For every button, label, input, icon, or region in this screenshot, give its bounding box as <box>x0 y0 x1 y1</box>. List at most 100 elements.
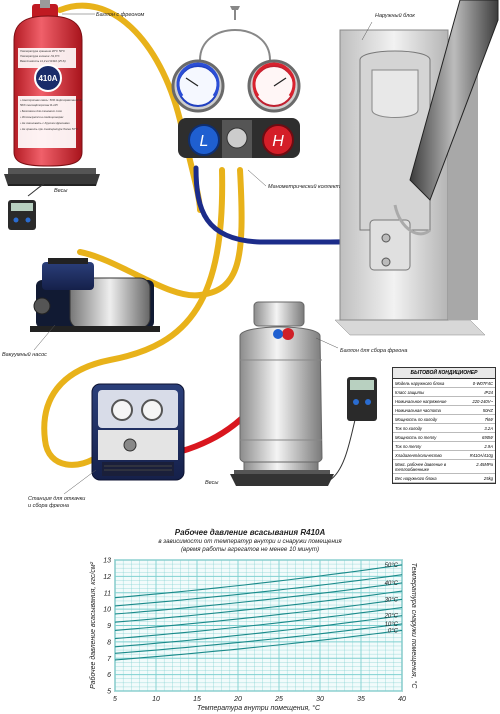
cylinder-logo-badge <box>34 64 62 92</box>
specs-key: Ток по теплу <box>395 443 422 449</box>
x-axis-label: Температура внутри помещения, °С <box>197 704 321 712</box>
specs-value: R410A/410g <box>469 452 493 458</box>
x-tick-label: 40 <box>398 696 406 703</box>
series-line <box>114 623 403 654</box>
y-tick-label: 12 <box>103 574 111 581</box>
freon-cylinder: 410A <box>13 0 83 167</box>
specs-row: Модель наружного блока 0-W07F4C <box>393 379 495 388</box>
y-axis-label: Рабочее давление всасывания, кгс/см² <box>89 561 97 689</box>
cylinder-text-line: • Используется в кондиционерах <box>20 115 64 119</box>
specs-key: Номинальное напряжение <box>395 398 447 404</box>
chart-subtitle-2: (время работы агрегатов не менее 10 мину… <box>180 546 320 553</box>
y-tick-label: 7 <box>107 656 112 663</box>
specs-row: Ток по холоду 3.2A <box>393 424 495 433</box>
specs-value: 3.2A <box>484 425 493 431</box>
y-tick-label: 5 <box>107 689 111 696</box>
specs-value: 690W <box>482 434 493 440</box>
series-line <box>114 615 403 648</box>
specs-table: БЫТОВОЙ КОНДИЦИОНЕР Модель наружного бло… <box>392 367 496 484</box>
x-tick-label: 20 <box>233 696 242 703</box>
specs-key: Ток по холоду <box>395 425 423 431</box>
cylinder-text-line: • Не смешивать с другими фреонами <box>20 121 70 125</box>
y-tick-label: 6 <box>107 672 111 679</box>
yellow-hose-pump <box>77 167 245 299</box>
low-pressure-gauge <box>171 59 225 113</box>
series-line <box>114 606 403 640</box>
specs-value: 25kg <box>483 475 493 481</box>
chart-title: Рабочее давление всасывания R410A <box>174 528 326 537</box>
specs-key: Макс. рабочее давление в теплообменнике <box>395 461 447 472</box>
low-valve-label: L <box>200 133 209 150</box>
specs-row: Макс. рабочее давление в теплообменнике 2… <box>393 460 495 474</box>
series-label: 50°С <box>385 563 399 569</box>
series-label: 30°С <box>385 597 399 603</box>
recovery-station <box>91 383 185 481</box>
cylinder-text-block: Температура хранения 30°С 50°С Температу… <box>20 49 83 131</box>
label-recovery-cylinder: Баллон для сбора фреона <box>340 348 407 354</box>
series-label: 20°С <box>384 614 399 620</box>
series-line <box>114 574 403 607</box>
specs-row: Мощность по холоду 7kW <box>393 415 495 424</box>
high-valve-label: H <box>272 133 284 150</box>
specs-row: Ток по теплу 2.9A <box>393 442 495 451</box>
bottom-scales <box>230 470 334 486</box>
cylinder-brand-label: 410A <box>38 74 57 83</box>
specs-value: 7kW <box>484 416 493 422</box>
series-line <box>114 582 403 615</box>
cylinder-text-line: • Азеотропная смесь: 50% дифторметан R-3… <box>20 98 83 102</box>
x-tick-label: 35 <box>357 696 365 703</box>
specs-value: 2.45MPa <box>476 461 493 467</box>
y-tick-label: 13 <box>103 558 111 565</box>
x-tick-label: 5 <box>113 696 117 703</box>
y-tick-label: 10 <box>103 607 111 614</box>
top-scales <box>4 168 100 186</box>
high-pressure-gauge <box>247 59 301 113</box>
cylinder-text-line: Температура кипения -51,6°С <box>20 54 61 58</box>
specs-table-title: БЫТОВОЙ КОНДИЦИОНЕР <box>393 368 495 379</box>
x-tick-label: 25 <box>274 696 283 703</box>
series-line <box>114 590 403 623</box>
x-tick-label: 15 <box>193 696 201 703</box>
specs-key: Вес наружного блока <box>395 475 437 481</box>
recovery-cylinder <box>239 301 323 473</box>
label-freon-cylinder: Баллон с фреоном <box>96 12 145 18</box>
specs-key: Хладагент/количество <box>395 452 442 458</box>
low-valve-knob: L <box>188 124 220 156</box>
outdoor-duct <box>393 0 499 236</box>
bottom-scale-display <box>329 377 377 481</box>
cylinder-text-line: Температура хранения 30°С 50°С <box>20 49 66 53</box>
y-tick-label: 11 <box>104 590 111 597</box>
specs-key: Мощность по холоду <box>395 416 438 422</box>
series-label: 0°С <box>388 628 399 634</box>
cylinder-text-line: • Не хранить при температуре более 50°С <box>20 127 79 131</box>
label-recovery-station-line2: и сбора фреона <box>28 503 69 509</box>
label-outdoor-unit: Наружный блок <box>375 12 415 19</box>
specs-value: 0-W07F4C <box>472 380 493 386</box>
series-line <box>114 629 403 661</box>
specs-key: Класс защиты <box>395 389 425 395</box>
cylinder-text-line: 50% пентафторэтан R-125 <box>20 103 58 107</box>
series-label: 40°С <box>385 581 399 587</box>
cylinder-text-line: • Безопасен для озонового слоя <box>20 109 62 113</box>
top-scale-display <box>8 183 45 230</box>
label-scales-top: Весы <box>54 188 67 194</box>
specs-value: 2.9A <box>484 443 493 449</box>
label-vacuum-pump: Вакуумный насос <box>2 351 47 358</box>
chart-subtitle: в зависимости от температур внутри и сна… <box>158 538 342 545</box>
specs-key: Модель наружного блока <box>395 380 445 386</box>
specs-row: Хладагент/количество R410A/410g <box>393 451 495 460</box>
yellow-hose-recovery <box>41 167 226 468</box>
x-tick-label: 30 <box>316 696 324 703</box>
series-label: 10°С <box>385 622 399 628</box>
high-valve-knob: H <box>262 124 294 156</box>
y-tick-label: 9 <box>107 623 111 630</box>
vacuum-pump <box>30 258 160 332</box>
label-scales-bottom: Весы <box>205 480 218 486</box>
cylinder-text-line: Вместимость 11,3 кг/ R410 (25 lb) <box>20 59 66 63</box>
